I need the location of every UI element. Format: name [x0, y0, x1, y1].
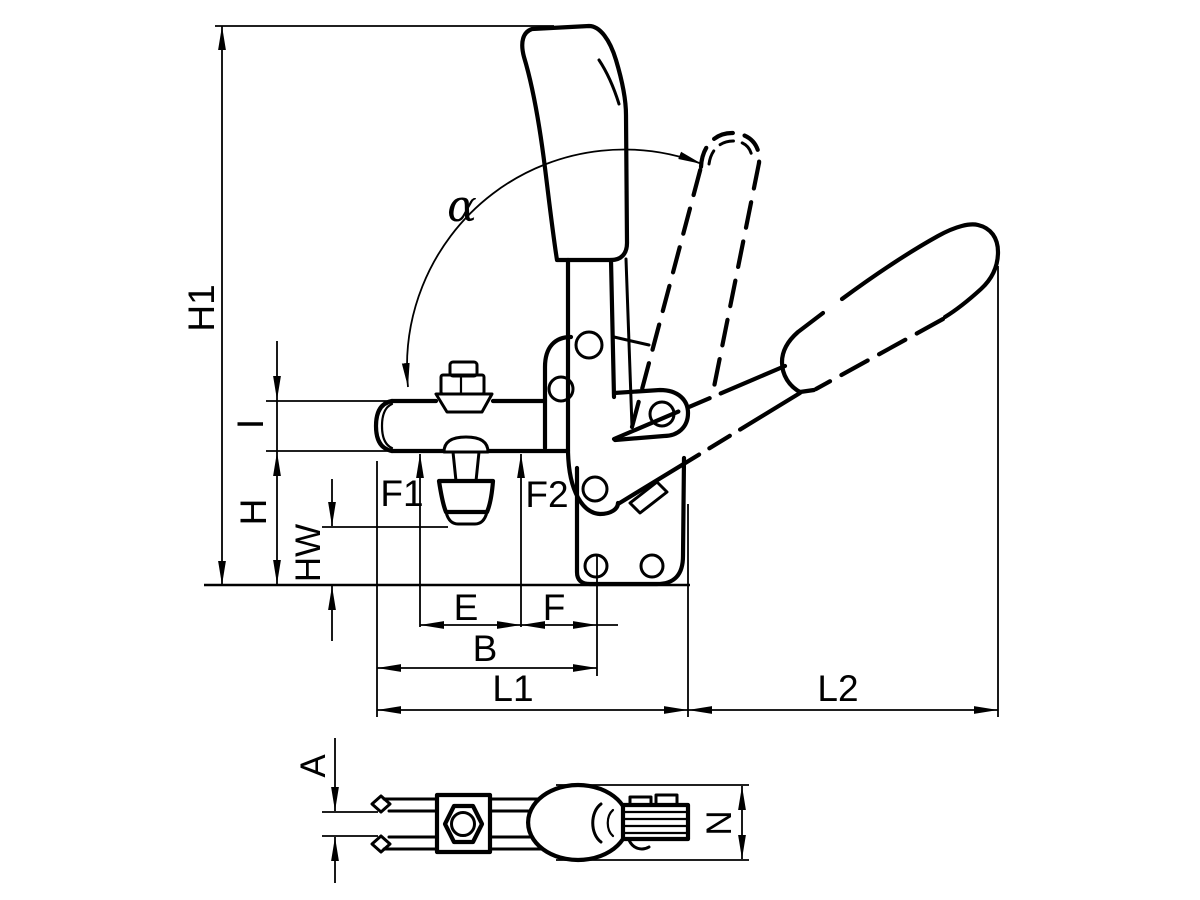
dim-a: A	[294, 738, 378, 883]
dashed-handle-left-edge	[629, 164, 704, 430]
dim-b: B	[376, 461, 598, 717]
dim-f2: F2	[517, 454, 569, 627]
foot-stem	[451, 450, 481, 483]
body-tab	[628, 480, 669, 515]
grip-bottom-dashed	[813, 316, 946, 392]
grip-bottom-arc	[627, 838, 651, 851]
foot-pad	[436, 478, 496, 515]
prong-tip-upper	[370, 794, 392, 814]
bracket-top-line	[612, 335, 651, 347]
top-view: A N	[294, 738, 749, 883]
bar-left-cap-inner	[380, 402, 394, 450]
b-label: B	[473, 628, 498, 669]
front-view: α H1 I H HW	[181, 23, 1001, 717]
lever-right-edge	[608, 257, 617, 400]
a-label: A	[294, 754, 333, 778]
dim-l2: L2	[688, 266, 999, 717]
dim-i: I	[230, 341, 393, 452]
f-label: F	[543, 587, 566, 628]
knob-contour-line	[597, 58, 621, 106]
knob-outline	[520, 23, 630, 263]
hw-label: HW	[289, 524, 328, 582]
dim-f1: F1	[380, 454, 424, 627]
grip-ribs	[622, 810, 689, 835]
clamp-bar	[373, 334, 651, 454]
dim-e: E	[420, 587, 521, 629]
f1-label: F1	[380, 473, 423, 514]
n-label: N	[700, 810, 739, 835]
dim-n: N	[556, 784, 749, 861]
f2-label: F2	[525, 474, 568, 515]
lever-edge-line	[624, 257, 634, 429]
handle-open-right	[611, 222, 1001, 507]
dashed-handle-top-cap	[698, 130, 762, 170]
fork-arm	[370, 794, 543, 854]
bar-left-cap	[373, 398, 395, 454]
h-label: H	[233, 499, 274, 526]
lever-hole	[574, 330, 604, 360]
h1-label: H1	[181, 284, 222, 331]
grip-top-bumps	[628, 793, 679, 807]
dim-l1: L1	[377, 504, 689, 717]
spindle-seat	[434, 392, 494, 414]
dashed-handle-cap-inner	[707, 139, 754, 166]
dim-h: H	[233, 452, 281, 584]
alpha-label: α	[447, 181, 477, 232]
lever-left-edge	[565, 257, 621, 517]
pressure-foot	[436, 435, 496, 526]
i-label: I	[230, 419, 271, 429]
grip-top-view	[620, 793, 691, 851]
grip-outline-solid	[779, 310, 826, 395]
handle-knob-closed	[520, 23, 630, 263]
prong-tip-lower	[370, 834, 392, 854]
spindle-plate	[434, 792, 493, 855]
grip-outline-solid-2	[839, 222, 1001, 320]
foot-pad-bottom	[444, 510, 489, 526]
link-outline	[611, 387, 691, 443]
oval-inner-arc-1	[591, 802, 603, 844]
spindle-assembly	[434, 360, 494, 414]
oval-inner-arc-2	[606, 808, 615, 838]
spindle-hex-nut	[439, 373, 486, 396]
e-label: E	[454, 587, 479, 628]
handle-base-top-view	[526, 782, 626, 863]
l2-label: L2	[817, 668, 858, 709]
shaft-lower-edge	[615, 390, 803, 507]
dim-h1: H1	[181, 25, 554, 585]
hex-nut-top-view	[442, 803, 485, 845]
alpha-arc	[401, 148, 703, 388]
spindle-ring	[450, 811, 476, 837]
dim-hw: HW	[289, 479, 448, 641]
base-hole-left	[583, 553, 609, 579]
dashed-handle-right-edge	[709, 160, 762, 400]
dim-alpha: α	[401, 148, 703, 388]
dim-f: F	[521, 587, 618, 629]
pivot-hole	[581, 475, 609, 503]
shaft-upper-edge	[611, 363, 788, 442]
spindle-top-view	[434, 792, 493, 855]
l1-label: L1	[492, 668, 533, 709]
foot-dome	[442, 435, 490, 454]
base-hole-right	[639, 553, 665, 579]
prong-lines-upper	[382, 797, 541, 813]
prong-lines-lower	[382, 835, 543, 851]
oval-body	[526, 782, 626, 863]
